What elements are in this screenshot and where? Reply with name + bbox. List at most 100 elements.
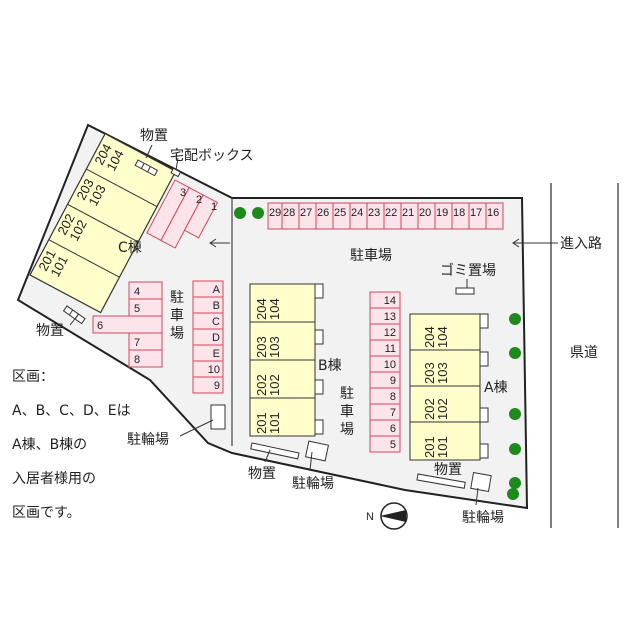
compass-icon: N	[366, 502, 408, 530]
tree-icon	[509, 347, 521, 359]
note-line: 区画です。	[12, 505, 81, 521]
parking-left-col1: 4 5 6 7 8	[92, 281, 163, 368]
leader-line	[179, 419, 214, 437]
unit-label: 101	[435, 436, 450, 458]
parking-slot-label: 23	[368, 207, 380, 219]
storage-c-label: 物置	[140, 128, 168, 144]
leader-line	[264, 449, 271, 463]
parking-slot-label: 7	[134, 337, 140, 349]
unit-label: 204	[422, 326, 437, 348]
tree-icon	[252, 207, 264, 219]
parking-slot-label: 25	[334, 207, 346, 219]
unit-label: 203	[422, 362, 437, 384]
bike-a-label: 駐輪場	[462, 509, 504, 526]
parking-slot-label: 29	[269, 207, 281, 219]
parking-left-col2: A B C D E 10 9	[192, 280, 224, 394]
parking-slot-label: 6	[390, 423, 396, 435]
parking-slot-label: 27	[300, 207, 312, 219]
storage-a-label: 物置	[434, 462, 462, 478]
unit-label: 104	[435, 326, 450, 348]
bike-parking-a	[470, 471, 492, 493]
tree-icon	[507, 488, 519, 500]
building-a	[409, 313, 489, 461]
parking-slot-label: 8	[134, 354, 140, 366]
bike-parking-b	[304, 440, 330, 462]
parking-slot-label: D	[212, 332, 220, 344]
building-b	[249, 283, 324, 437]
bike-left-label: 駐輪場	[127, 431, 169, 448]
parking-mid-col: 14 13 12 11 10 9 8 7 6 5	[369, 291, 401, 453]
building-c	[29, 132, 177, 314]
building-a-unit-labels: 204 104 203 103 202 102 201 101	[422, 326, 450, 458]
parking-slot-label: 8	[390, 391, 396, 403]
parking-slot-label: 9	[214, 380, 220, 392]
parking-mid-label: 車	[340, 403, 354, 420]
parking-slot-label: 4	[134, 286, 140, 298]
unit-label: 103	[267, 336, 282, 358]
parking-slot-label: 5	[134, 303, 140, 315]
storage-c	[134, 159, 159, 177]
parking-left-label: 駐	[170, 290, 184, 306]
parking-slot-label: 26	[317, 207, 329, 219]
parking-slot-label: 22	[385, 207, 397, 219]
parking-slot-label: 6	[97, 320, 103, 332]
unit-label: 104	[267, 298, 282, 320]
storage-left	[62, 305, 86, 325]
parking-slot-label: 5	[390, 439, 396, 451]
tree-icon	[509, 408, 521, 420]
parking-mid-label: 駐	[340, 386, 354, 402]
storage-b	[250, 442, 300, 460]
bike-b-label: 駐輪場	[292, 475, 334, 492]
parking-slot-label: 16	[487, 207, 499, 219]
parking-slot-label: 19	[436, 207, 448, 219]
unit-label: 202	[422, 398, 437, 420]
parking-slot-label: 12	[384, 327, 396, 339]
leader-line	[475, 487, 479, 506]
tree-icon	[509, 443, 521, 455]
unit-label: 102	[267, 374, 282, 396]
tree-icon	[234, 207, 246, 219]
parking-slot-label: 1	[211, 201, 217, 213]
parking-slot-label: E	[213, 348, 220, 360]
parking-left-label: 場	[170, 326, 184, 342]
entrance-label: 進入路	[560, 236, 602, 252]
parking-c-angled	[146, 179, 219, 249]
delivery-box	[170, 167, 182, 178]
unit-label: 101	[267, 412, 282, 434]
unit-label: 203	[254, 336, 269, 358]
parking-slot-label: B	[213, 300, 220, 312]
storage-left-label: 物置	[36, 323, 64, 339]
parking-top-row: 29 28 27 26 25 24 23 22 21 20 19 18 17 1…	[267, 202, 504, 230]
compass-label: N	[366, 511, 374, 523]
note-line: 区画：	[12, 369, 54, 385]
arrow-head	[209, 238, 217, 248]
building-a-label: A棟	[484, 380, 508, 396]
storage-b-label: 物置	[248, 466, 276, 482]
trees	[234, 207, 521, 500]
parking-slot-label: 20	[419, 207, 431, 219]
parking-slot-label: 7	[390, 407, 396, 419]
note-line: A棟、B棟の	[12, 437, 88, 453]
parking-slot-label: 17	[470, 207, 482, 219]
parking-slot-label: 11	[385, 343, 396, 355]
building-b-label: B棟	[318, 358, 342, 374]
parking-slot-label: C	[212, 316, 220, 328]
note-line: A、B、C、D、Eは	[12, 403, 131, 419]
parking-slot-label: 24	[351, 207, 363, 219]
garbage-area	[455, 287, 475, 295]
parking-slot-label: 2	[196, 194, 202, 206]
unit-label: 103	[435, 362, 450, 384]
parking-slot-label: 10	[208, 364, 220, 376]
unit-label: 202	[254, 374, 269, 396]
parking-slot-label: 13	[384, 311, 396, 323]
road-label: 県道	[570, 345, 598, 361]
unit-label: 201	[254, 412, 269, 434]
arrow-head	[512, 238, 520, 248]
tree-icon	[509, 313, 521, 325]
leader-line	[145, 144, 153, 159]
parking-slot-label: 18	[453, 207, 465, 219]
bike-parking-left	[210, 404, 226, 430]
parking-slot-label: A	[213, 284, 221, 296]
building-c-label: C棟	[118, 240, 142, 256]
